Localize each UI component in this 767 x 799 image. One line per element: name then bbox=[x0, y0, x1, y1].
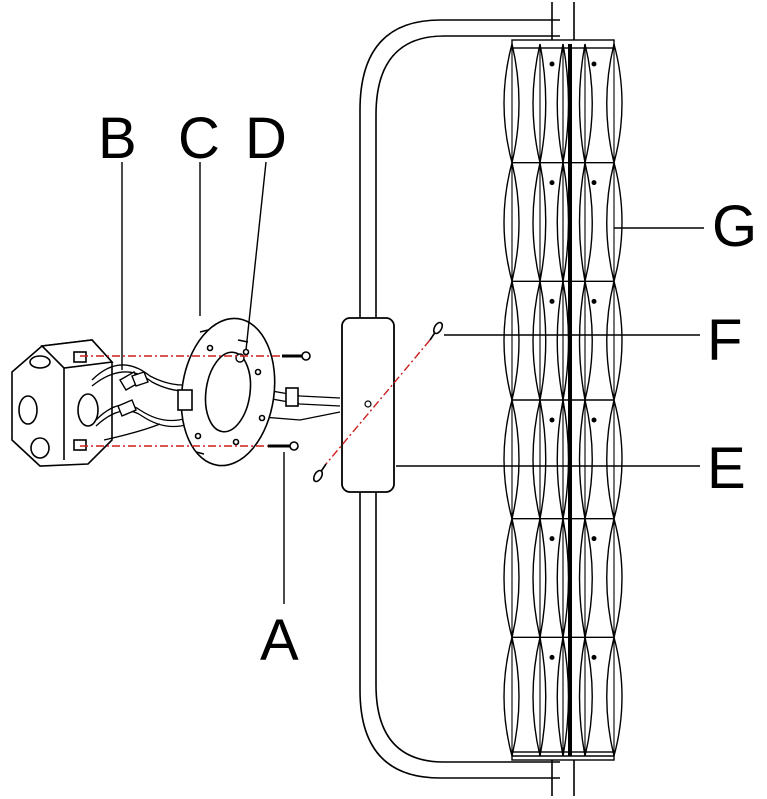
shade-facet bbox=[606, 399, 615, 519]
shade-facet bbox=[578, 637, 586, 757]
shade-facet bbox=[539, 518, 547, 638]
shade-lobe-left bbox=[503, 43, 513, 163]
shade-facet bbox=[556, 162, 564, 282]
label-d: D bbox=[245, 106, 287, 171]
shade-facet bbox=[511, 518, 520, 638]
shade-facet bbox=[562, 162, 570, 282]
shade-rivet bbox=[549, 654, 555, 660]
shade-facet bbox=[532, 43, 541, 163]
shade-facet bbox=[539, 43, 547, 163]
label-e: E bbox=[707, 436, 746, 501]
shade-lobe-right bbox=[613, 281, 623, 401]
shade-facet bbox=[578, 399, 586, 519]
shade-facet bbox=[511, 399, 520, 519]
shade-lobe-left bbox=[503, 518, 513, 638]
shade-lobe-right bbox=[613, 399, 623, 519]
shade-rivet bbox=[591, 536, 597, 542]
shade-rivet bbox=[549, 180, 555, 186]
shade-facet bbox=[539, 637, 547, 757]
shade-facet bbox=[539, 399, 547, 519]
shade-lobe-left bbox=[503, 162, 513, 282]
shade-facet bbox=[584, 399, 593, 519]
label-c: C bbox=[178, 106, 220, 171]
label-g: G bbox=[712, 194, 758, 259]
screw-f bbox=[312, 321, 444, 483]
shade-facet bbox=[562, 281, 570, 401]
backplate-e bbox=[341, 317, 395, 493]
shade-facet bbox=[556, 518, 564, 638]
shade-facet bbox=[532, 637, 541, 757]
shade-facet bbox=[556, 399, 564, 519]
shade-rivet bbox=[591, 654, 597, 660]
shade-facet bbox=[606, 281, 615, 401]
label-a: A bbox=[260, 608, 299, 673]
alignment-guide-lines bbox=[80, 355, 282, 447]
label-f: F bbox=[707, 308, 743, 373]
shade-lobe-right bbox=[613, 518, 623, 638]
shade-rivet bbox=[549, 61, 555, 67]
shade-rivet bbox=[591, 180, 597, 186]
shade-rivet bbox=[549, 417, 555, 423]
mounting-screws-a bbox=[268, 351, 311, 451]
screw-guide-line bbox=[325, 339, 431, 465]
shade-facet bbox=[511, 281, 520, 401]
shade-rivet bbox=[549, 536, 555, 542]
shade-facet bbox=[532, 399, 541, 519]
shade-facet bbox=[511, 43, 520, 163]
shade-facet bbox=[578, 162, 586, 282]
shade-facet bbox=[556, 637, 564, 757]
glass-shade-g bbox=[503, 39, 623, 761]
shade-lobe-right bbox=[613, 637, 623, 757]
shade-facet bbox=[584, 162, 593, 282]
shade-lobe-right bbox=[613, 162, 623, 282]
shade-facet bbox=[562, 43, 570, 163]
label-b: B bbox=[98, 106, 137, 171]
shade-facet bbox=[606, 43, 615, 163]
shade-facet bbox=[606, 637, 615, 757]
shade-facet bbox=[562, 518, 570, 638]
shade-facet bbox=[606, 162, 615, 282]
shade-lobe-right bbox=[613, 43, 623, 163]
shade-facet bbox=[584, 281, 593, 401]
shade-rivet bbox=[591, 298, 597, 304]
shade-facet bbox=[511, 162, 520, 282]
shade-facet bbox=[539, 162, 547, 282]
shade-lobe-left bbox=[503, 637, 513, 757]
shade-rivet bbox=[591, 61, 597, 67]
shade-facet bbox=[584, 518, 593, 638]
shade-facet bbox=[584, 637, 593, 757]
shade-lobe-left bbox=[503, 281, 513, 401]
shade-facet bbox=[556, 43, 564, 163]
center-rod bbox=[551, 2, 575, 796]
shade-facet bbox=[606, 518, 615, 638]
shade-facet bbox=[532, 518, 541, 638]
shade-facet bbox=[532, 162, 541, 282]
shade-facet bbox=[562, 399, 570, 519]
shade-facet bbox=[562, 637, 570, 757]
mounting-plate-c bbox=[177, 317, 299, 467]
shade-rivet bbox=[591, 417, 597, 423]
shade-lobe-left bbox=[503, 399, 513, 519]
wire-connectors bbox=[117, 371, 149, 417]
junction-box bbox=[11, 339, 114, 467]
leader-lines bbox=[121, 161, 704, 604]
crossbar-d bbox=[235, 353, 245, 363]
curved-support-arm bbox=[359, 19, 560, 779]
shade-facet bbox=[584, 43, 593, 163]
shade-rivet bbox=[549, 298, 555, 304]
shade-facet bbox=[578, 518, 586, 638]
shade-facet bbox=[539, 281, 547, 401]
shade-facet bbox=[578, 43, 586, 163]
shade-facet bbox=[532, 281, 541, 401]
shade-facet bbox=[511, 637, 520, 757]
shade-facet bbox=[556, 281, 564, 401]
shade-facet bbox=[578, 281, 586, 401]
electrical-wires bbox=[91, 364, 341, 441]
